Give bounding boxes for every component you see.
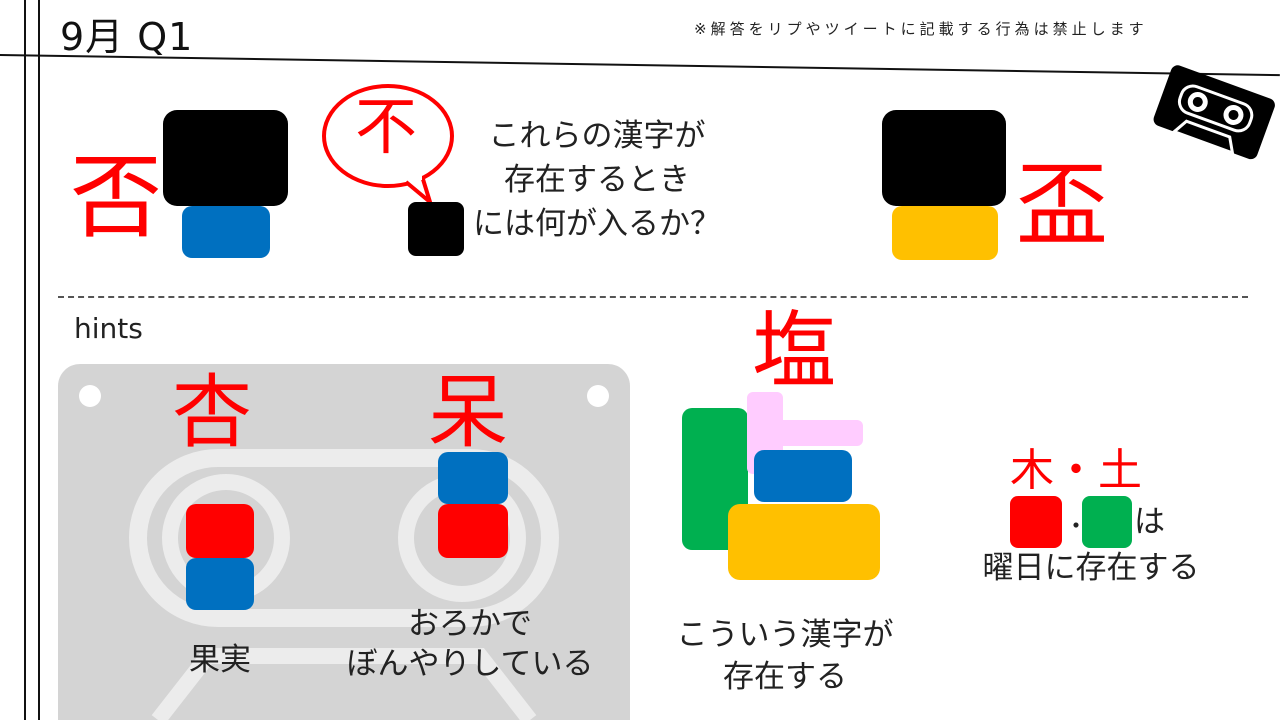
hint4-caption: 曜日に存在する bbox=[982, 550, 1200, 586]
hint3-kanji: 塩 bbox=[752, 302, 837, 400]
hints-label: hints bbox=[74, 312, 143, 345]
frame-line-left-inner bbox=[38, 0, 40, 720]
hint2-caption: おろかで ぼんやりしている bbox=[310, 604, 630, 684]
hint3-caption-line-1: こういう漢字が bbox=[676, 617, 894, 653]
hint1-caption: 果実 bbox=[189, 642, 251, 678]
hint1-red-block bbox=[186, 504, 254, 558]
hint4-kanji: 木・土 bbox=[1010, 445, 1142, 496]
hint3-caption-line-2: 存在する bbox=[723, 659, 847, 695]
bubble-kanji: 不 bbox=[355, 90, 418, 163]
hint1-kanji: 杏 bbox=[172, 366, 252, 459]
frame-line-left-outer bbox=[24, 0, 26, 720]
right-kanji: 盃 bbox=[1016, 152, 1109, 259]
page-title: 9月 Q1 bbox=[60, 15, 194, 59]
hint2-caption-line-2: ぼんやりしている bbox=[346, 646, 594, 682]
yellow-block-right bbox=[892, 206, 998, 260]
black-block-small bbox=[408, 202, 464, 256]
hint2-caption-line-1: おろかで bbox=[408, 606, 532, 642]
blue-block-left bbox=[182, 206, 270, 258]
hint2-blue-block bbox=[438, 452, 508, 504]
cassette-tape-icon bbox=[1153, 65, 1275, 160]
question-text: これらの漢字が 存在するとき には何が入るか？ bbox=[462, 114, 732, 246]
hint3-yellow-block bbox=[728, 504, 880, 580]
hint4-suffix: は bbox=[1134, 504, 1165, 540]
black-block-left bbox=[163, 110, 288, 206]
hint3-caption: こういう漢字が 存在する bbox=[640, 614, 930, 698]
hint4-green-block bbox=[1082, 496, 1132, 548]
hint2-kanji: 呆 bbox=[428, 366, 508, 459]
hint1-blue-block bbox=[186, 558, 254, 610]
question-line-2: 存在するとき bbox=[504, 162, 690, 198]
hint3-blue-block bbox=[754, 450, 852, 502]
hint4-red-block bbox=[1010, 496, 1062, 548]
left-kanji: 否 bbox=[70, 144, 163, 251]
black-block-right bbox=[882, 110, 1006, 206]
question-line-1: これらの漢字が bbox=[488, 118, 706, 154]
hint3-pink-block-horizontal bbox=[747, 420, 863, 446]
hint2-red-block bbox=[438, 504, 508, 558]
section-divider bbox=[58, 296, 1248, 298]
notice-text: ※解答をリプやツイートに記載する行為は禁止します bbox=[694, 20, 1148, 38]
question-line-3: には何が入るか？ bbox=[473, 206, 721, 242]
